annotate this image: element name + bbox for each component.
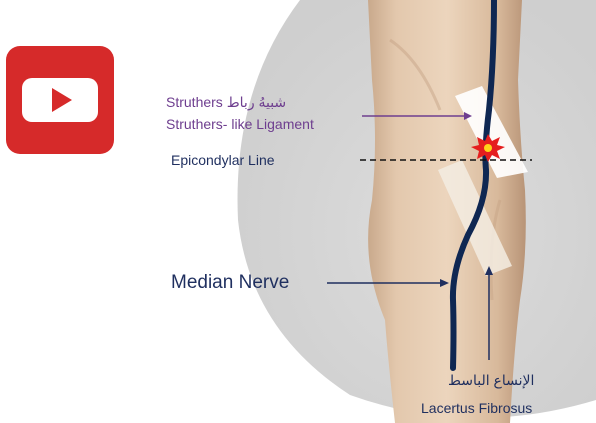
lacertus-fibrosus-label: Lacertus Fibrosus — [421, 401, 532, 415]
epicondylar-line-label: Epicondylar Line — [171, 153, 275, 167]
struthers-arabic-label: Struthers شبيهُ رباط — [166, 95, 286, 109]
arm-shape — [368, 0, 526, 423]
median-nerve-label: Median Nerve — [171, 273, 289, 292]
lacertus-arabic-label: الإنساع الباسط — [448, 373, 534, 387]
youtube-play-icon[interactable] — [6, 46, 114, 154]
struthers-like-ligament-label: Struthers- like Ligament — [166, 117, 314, 131]
